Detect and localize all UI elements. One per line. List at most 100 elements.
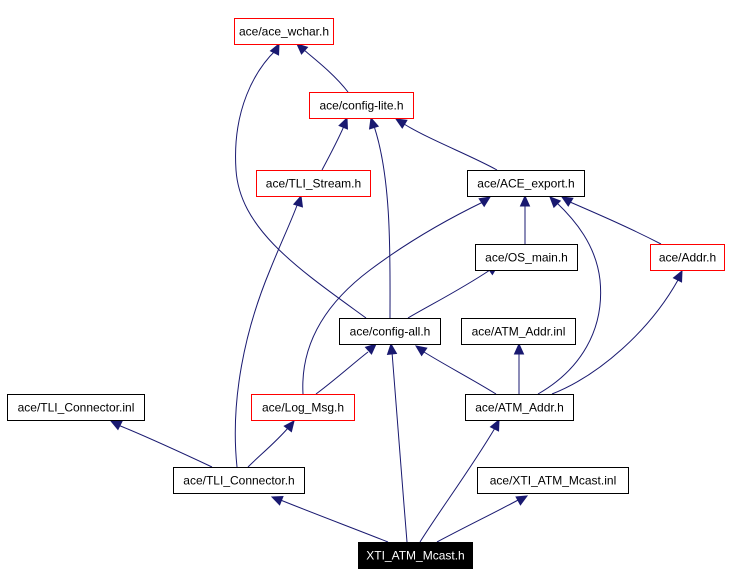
node-label: ace/TLI_Stream.h [266,177,361,191]
edge-os_main-to-config_all [407,264,499,319]
node-addr[interactable]: ace/Addr.h [650,244,725,271]
node-box[interactable] [234,18,334,45]
arrowhead-icon [364,343,377,355]
edge-line [403,123,498,171]
edge-line [407,269,491,319]
edge-line [419,427,496,543]
node-atm-addr-inl[interactable]: ace/ATM_Addr.inl [461,318,576,345]
node-box[interactable] [256,170,371,197]
edge-os_main-to-ace_export [519,194,531,244]
node-box[interactable] [173,467,305,494]
edge-root-to-xti_atm_mcast_inl [436,495,529,543]
edge-root-to-tli_connector [270,496,389,543]
edge-line [302,201,484,395]
node-label: ace/OS_main.h [485,251,568,265]
edge-tli_connector-to-log_msg [247,420,295,468]
node-os-main[interactable]: ace/OS_main.h [475,244,578,271]
arrowhead-icon [109,420,123,431]
arrowhead-icon [560,196,574,207]
edge-ace_export-to-config_lite [394,118,498,171]
edge-line [117,424,213,468]
arrowhead-icon [296,43,309,55]
node-label: ace/ace_wchar.h [239,25,329,39]
node-label: ace/TLI_Connector.h [183,474,294,488]
edge-line [537,201,602,395]
arrowhead-icon [394,118,408,129]
edge-atm_addr-to-atm_addr_inl [513,342,525,394]
edge-line [569,201,662,245]
arrowhead-icon [513,342,525,355]
node-label: ace/ATM_Addr.inl [472,325,566,339]
arrowhead-icon [549,196,562,209]
node-box[interactable] [251,394,355,421]
node-tli-connector-inl[interactable]: ace/TLI_Connector.inl [7,394,145,421]
node-tli-connector[interactable]: ace/TLI_Connector.h [173,467,305,494]
edge-root-to-config_all [386,342,408,543]
node-box[interactable] [477,467,629,494]
node-label: ace/ATM_Addr.h [475,401,564,415]
edge-line [373,125,391,319]
node-box[interactable] [461,318,576,345]
node-label: XTI_ATM_Mcast.h [366,549,464,563]
edge-tli_stream-to-config_lite [321,116,348,171]
nodes-layer: ace/ace_wchar.h ace/config-lite.h ace/TLI_… [7,18,725,569]
edge-log_msg-to-config_all [315,343,377,395]
node-box[interactable] [467,170,585,197]
edge-line [551,279,679,395]
node-label: ace/TLI_Connector.inl [18,401,135,415]
edge-atm_addr-to-addr [551,269,683,395]
node-config-all[interactable]: ace/config-all.h [339,318,441,345]
node-tli-stream[interactable]: ace/TLI_Stream.h [256,170,371,197]
node-box[interactable] [339,318,441,345]
node-config-lite[interactable]: ace/config-lite.h [309,92,414,119]
arrowhead-icon [283,420,295,433]
edge-tli_connector-to-tli_connector_inl [109,420,213,468]
arrowhead-icon [515,495,529,506]
edge-line [277,498,389,543]
edge-config_lite-to-ace_wchar [296,43,349,93]
arrowhead-icon [270,496,284,506]
node-box[interactable] [465,394,574,421]
node-label: ace/Addr.h [659,251,716,265]
arrowhead-icon [386,342,398,355]
edge-config_all-to-config_lite [368,116,391,319]
edge-config_all-to-ace_wchar [235,42,367,319]
node-box[interactable] [358,542,473,569]
arrowhead-icon [672,269,683,283]
node-root[interactable]: XTI_ATM_Mcast.h [358,542,473,569]
node-label: ace/config-all.h [350,325,431,339]
node-label: ace/XTI_ATM_Mcast.inl [490,474,616,488]
edges-layer [109,42,683,543]
arrowhead-icon [292,194,304,208]
edge-log_msg-to-ace_export [302,196,492,395]
edge-addr-to-ace_export [560,196,662,245]
node-label: ace/config-lite.h [319,99,403,113]
node-ace-wchar[interactable]: ace/ace_wchar.h [234,18,334,45]
node-box[interactable] [650,244,725,271]
node-xti-atm-mcast-inl[interactable]: ace/XTI_ATM_Mcast.inl [477,467,629,494]
node-ace-export[interactable]: ace/ACE_export.h [467,170,585,197]
arrowhead-icon [338,116,348,130]
edge-root-to-atm_addr [419,418,500,543]
node-atm-addr[interactable]: ace/ATM_Addr.h [465,394,574,421]
edge-line [235,49,367,319]
node-box[interactable] [475,244,578,271]
edge-line [315,351,369,395]
edge-line [303,49,349,93]
edge-line [321,125,345,171]
node-box[interactable] [309,92,414,119]
arrowhead-icon [478,196,492,208]
edge-line [391,351,408,543]
arrowhead-icon [489,418,500,432]
edge-atm_addr-to-config_all [415,345,497,395]
arrowhead-icon [519,194,531,207]
arrowhead-icon [415,345,428,357]
node-box[interactable] [7,394,145,421]
node-log-msg[interactable]: ace/Log_Msg.h [251,394,355,421]
edge-tli_connector-to-tli_stream [234,194,304,468]
edge-line [436,498,521,543]
arrowhead-icon [368,116,380,130]
node-label: ace/Log_Msg.h [262,401,344,415]
node-label: ace/ACE_export.h [477,177,574,191]
